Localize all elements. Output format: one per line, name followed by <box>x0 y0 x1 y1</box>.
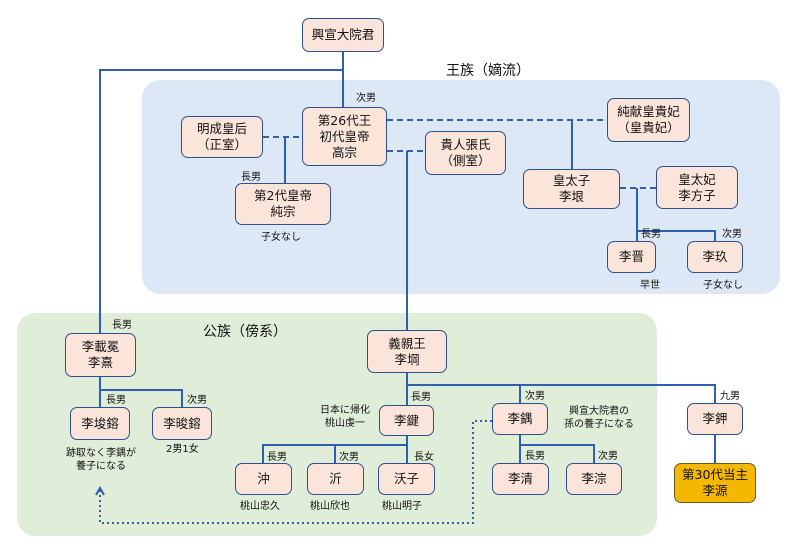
note-label: 2男1女 <box>166 444 199 455</box>
person-crown-princess[interactable]: 皇太妃李方子 <box>656 166 738 209</box>
kozoku-title: 公族（傍系） <box>203 324 287 340</box>
rank-label: 次男 <box>525 391 545 402</box>
name: 李源 <box>702 483 728 498</box>
person-crown-prince[interactable]: 皇太子李垠 <box>523 169 620 209</box>
person-gwiin[interactable]: 貴人張氏（側室） <box>425 131 506 175</box>
note-label: 日本に帰化桃山虔一 <box>313 404 377 430</box>
note-label: 子女なし <box>261 232 301 243</box>
rank-label: 次男 <box>187 395 207 406</box>
note-line: 跡取なく李鍝が <box>66 448 136 459</box>
title: 皇太子 <box>552 173 591 188</box>
note-label: 興宣大院君の孫の養子になる <box>555 405 643 431</box>
person-ri-cheong[interactable]: 李清 <box>492 463 549 495</box>
name: 沃子 <box>393 471 419 486</box>
person-uichin[interactable]: 義親王李堈 <box>367 330 447 373</box>
name: 李晙鎔 <box>163 415 201 431</box>
rank-label: 長男 <box>112 320 132 331</box>
name: 純宗 <box>270 204 296 219</box>
rank-label: 次男 <box>339 452 359 463</box>
rank-label: 九男 <box>720 391 740 402</box>
title: 皇太妃 <box>678 171 716 187</box>
person-ri-jin[interactable]: 李晋 <box>607 241 656 273</box>
rank-label: 次男 <box>722 229 742 240</box>
person-gyo-yong[interactable]: 李晙鎔 <box>152 407 212 440</box>
role: （側室） <box>440 153 491 168</box>
note-label: 子女なし <box>703 280 743 291</box>
person-gojong[interactable]: 第26代王初代皇帝高宗 <box>302 107 387 166</box>
note-label: 跡取なく李鍝が養子になる <box>60 447 142 473</box>
person-sunjong[interactable]: 第2代皇帝純宗 <box>235 183 331 225</box>
name: 李垠 <box>558 189 584 204</box>
title: 義親王 <box>388 335 426 351</box>
note-line: 日本に帰化 <box>320 405 370 416</box>
rank-label: 長男 <box>641 229 661 240</box>
person-ri-gap[interactable]: 李鉀 <box>687 403 743 435</box>
title: 第26代王 <box>317 112 372 128</box>
name: 李淙 <box>581 471 607 486</box>
note-line: 孫の養子になる <box>564 419 634 430</box>
note-line: 養子になる <box>76 461 126 472</box>
rank-label: 長女 <box>414 452 434 463</box>
name: 貴人張氏 <box>440 137 491 152</box>
name: 明成皇后 <box>196 121 247 136</box>
rank-label: 長男 <box>267 452 287 463</box>
name: 李堈 <box>394 351 420 367</box>
name: 李鉀 <box>702 411 728 426</box>
name: 李晋 <box>618 249 644 264</box>
name: 李鍵 <box>393 412 419 428</box>
name: 李清 <box>507 471 533 486</box>
name: 李鍝 <box>507 411 533 426</box>
person-ri-jong[interactable]: 李淙 <box>566 463 622 495</box>
name: 李方子 <box>678 187 716 203</box>
person-ri-u[interactable]: 李鍝 <box>492 403 548 435</box>
rank-label: 長男 <box>411 392 431 403</box>
person-myeongseong[interactable]: 明成皇后（正室） <box>181 116 263 158</box>
name: 李熹 <box>87 355 113 370</box>
royal-title: 王族（嫡流） <box>446 63 530 79</box>
title: 第30代当主 <box>682 467 748 482</box>
role: （皇貴妃） <box>617 120 680 135</box>
name: 興宣大院君 <box>311 27 375 42</box>
note-label: 桃山明子 <box>382 501 422 512</box>
note-label: 早世 <box>640 280 660 291</box>
rank-label: 次男 <box>598 451 618 462</box>
name: 李玖 <box>702 249 728 264</box>
person-yoshiko[interactable]: 沃子 <box>378 463 435 495</box>
rank-label: 長男 <box>241 172 261 183</box>
name: 純献皇貴妃 <box>617 104 680 119</box>
role: （正室） <box>196 137 247 152</box>
person-sunheon[interactable]: 純献皇貴妃（皇貴妃） <box>607 98 690 142</box>
person-jun-yong[interactable]: 李埈鎔 <box>70 407 130 440</box>
person-ri-won-current-head[interactable]: 第30代当主李源 <box>674 463 756 503</box>
name: 沖 <box>257 471 270 486</box>
person-jaemyeon[interactable]: 李載冕李熹 <box>65 333 136 377</box>
person-daewongun[interactable]: 興宣大院君 <box>302 18 384 52</box>
name: 高宗 <box>331 144 357 160</box>
note-line: 興宣大院君の <box>569 406 629 417</box>
title: 初代皇帝 <box>319 128 370 144</box>
rank-label: 長男 <box>525 451 545 462</box>
note-label: 桃山欣也 <box>310 501 350 512</box>
note-label: 桃山忠久 <box>240 501 280 512</box>
person-ri-gu[interactable]: 李玖 <box>687 241 743 273</box>
person-oki[interactable]: 沖 <box>235 463 292 495</box>
name: 沂 <box>329 471 342 486</box>
person-ki[interactable]: 沂 <box>307 463 364 495</box>
rank-label: 長男 <box>106 395 126 406</box>
rank-label: 次男 <box>356 93 376 104</box>
note-line: 桃山虔一 <box>325 418 365 429</box>
title: 第2代皇帝 <box>254 188 312 203</box>
name: 李埈鎔 <box>81 415 119 431</box>
person-ri-geon[interactable]: 李鍵 <box>379 405 434 436</box>
name: 李載冕 <box>81 339 120 354</box>
